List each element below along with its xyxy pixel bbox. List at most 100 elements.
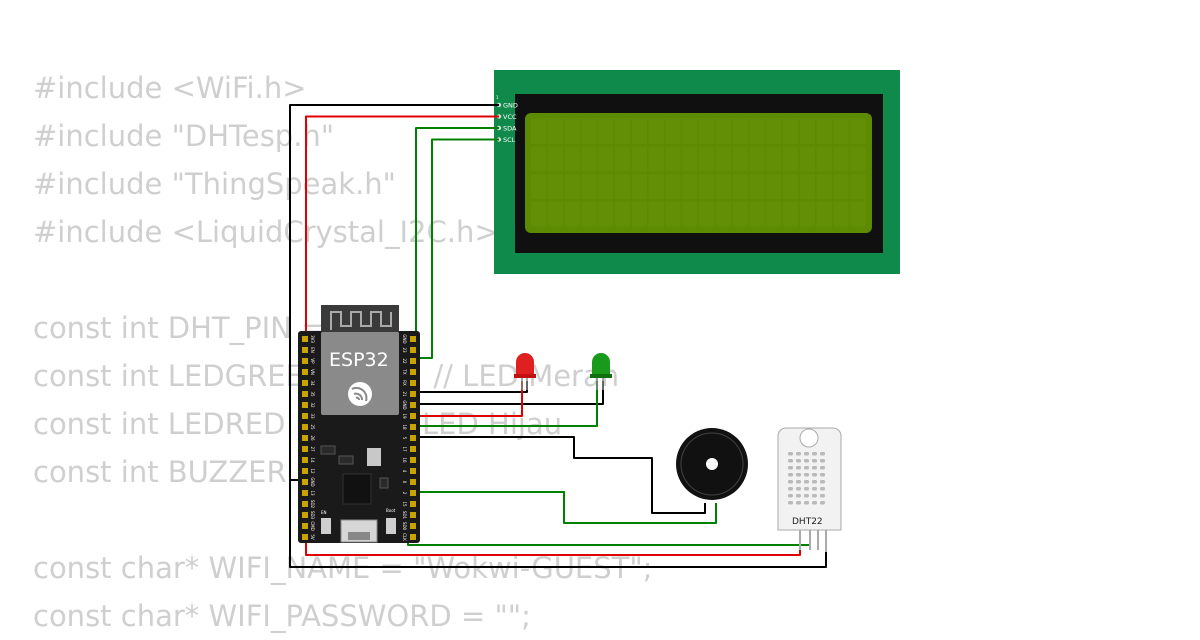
esp32-pin[interactable]	[410, 380, 416, 386]
lcd-char-cell	[783, 174, 799, 199]
dht22-grille-slot	[812, 480, 817, 484]
lcd-char-cell	[799, 146, 815, 172]
boot-button[interactable]	[386, 518, 396, 534]
esp32-pin[interactable]	[302, 479, 308, 485]
esp32-pin[interactable]	[410, 501, 416, 507]
esp32-pin[interactable]	[410, 435, 416, 441]
wire-buzzer-gnd[interactable]	[408, 436, 706, 514]
esp32-pin[interactable]	[410, 336, 416, 342]
esp32-pin-label: 15	[402, 501, 407, 507]
dht22-grille-slot	[788, 466, 793, 470]
esp32-pin[interactable]	[410, 523, 416, 529]
esp32-pin[interactable]	[410, 457, 416, 463]
esp32-pin[interactable]	[410, 446, 416, 452]
esp32-pin[interactable]	[302, 534, 308, 540]
esp32-pin[interactable]	[302, 402, 308, 408]
esp32-pin[interactable]	[410, 369, 416, 375]
esp32-pin[interactable]	[410, 479, 416, 485]
lcd-char-cell	[598, 201, 614, 227]
esp32-pin[interactable]	[410, 490, 416, 496]
dht22-grille-slot	[820, 494, 825, 498]
lcd-char-cell	[850, 146, 866, 172]
wire-led-red-anode[interactable]	[408, 381, 523, 417]
en-button[interactable]	[321, 518, 331, 534]
led-green-body	[592, 353, 610, 376]
wire-lcd-gnd[interactable]	[289, 104, 827, 568]
esp32-pin[interactable]	[410, 424, 416, 430]
esp32-pin[interactable]	[302, 413, 308, 419]
lcd-char-cell	[799, 201, 815, 227]
wire-led-red-cathode[interactable]	[408, 381, 528, 393]
dht22-grille-slot	[812, 494, 817, 498]
dht22-grille-slot	[804, 459, 809, 463]
esp32-pin[interactable]	[410, 534, 416, 540]
dht22-grille-slot	[820, 452, 825, 456]
esp32-label: ESP32	[329, 349, 389, 371]
esp32-pin[interactable]	[302, 501, 308, 507]
esp32-pin[interactable]	[302, 457, 308, 463]
lcd-char-cell	[564, 119, 580, 144]
esp32-pin[interactable]	[302, 446, 308, 452]
wire-buzzer-signal[interactable]	[408, 491, 717, 524]
esp32-pin[interactable]	[410, 358, 416, 364]
esp32-pin[interactable]	[302, 523, 308, 529]
code-line: const char* WIFI_PASSWORD = "";	[33, 599, 531, 633]
dht22-grille-slot	[796, 501, 801, 505]
lcd-char-cell	[598, 174, 614, 199]
esp32-pin[interactable]	[410, 347, 416, 353]
esp32-pin[interactable]	[302, 512, 308, 518]
esp32-pin[interactable]	[410, 512, 416, 518]
wire-dht-data[interactable]	[407, 515, 811, 548]
lcd-char-cell	[766, 146, 782, 172]
lcd-char-cell	[531, 146, 547, 172]
boot-label: Boot	[386, 508, 396, 513]
esp32-pin[interactable]	[302, 391, 308, 397]
esp32-pin[interactable]	[302, 468, 308, 474]
wire-led-green-anode[interactable]	[408, 381, 598, 427]
led-green[interactable]	[590, 353, 612, 390]
lcd-char-cell	[598, 146, 614, 172]
wire-lcd-vcc[interactable]	[305, 115, 801, 556]
esp32-pin-label: CLK	[402, 533, 407, 541]
lcd-char-cell	[766, 174, 782, 199]
dht22-grille-slot	[812, 452, 817, 456]
lcd-char-cell	[816, 119, 832, 144]
esp32-pin[interactable]	[302, 369, 308, 375]
lcd-char-cell	[648, 174, 664, 199]
esp32-pin[interactable]	[302, 424, 308, 430]
dht22-sensor[interactable]: DHT22	[777, 427, 842, 552]
lcd-char-cell	[850, 201, 866, 227]
lcd-char-cell	[715, 119, 731, 144]
dht22-grille-slot	[804, 494, 809, 498]
lcd-char-cell	[732, 146, 748, 172]
esp32-pin[interactable]	[410, 391, 416, 397]
lcd-char-cell	[749, 146, 765, 172]
led-red[interactable]	[514, 353, 536, 390]
esp32-pin[interactable]	[410, 468, 416, 474]
esp32-left-header[interactable]: 3V3ENVPVN343532332526271412GND13SD2SD3CM…	[302, 335, 315, 540]
wire-lcd-sda[interactable]	[408, 127, 499, 349]
wire-lcd-scl[interactable]	[408, 138, 499, 359]
esp32-pin[interactable]	[410, 413, 416, 419]
lcd-char-cell	[531, 174, 547, 199]
esp32-pin-label: 27	[310, 446, 315, 452]
lcd-char-cell	[749, 201, 765, 227]
esp32-pin[interactable]	[302, 490, 308, 496]
esp32-pin[interactable]	[302, 336, 308, 342]
usb-chip	[342, 473, 372, 505]
esp32-board[interactable]: ESP32 Boot EN 3V3ENVPVN34353233252627141…	[298, 305, 420, 543]
lcd-char-cell	[665, 174, 681, 199]
esp32-pin[interactable]	[302, 358, 308, 364]
esp32-pin[interactable]	[302, 435, 308, 441]
esp32-pin[interactable]	[302, 347, 308, 353]
esp32-pin[interactable]	[410, 402, 416, 408]
lcd-char-cell	[816, 146, 832, 172]
lcd-char-cell	[715, 146, 731, 172]
buzzer[interactable]	[676, 428, 748, 500]
lcd-display[interactable]: 1 GND VCC SDA SCL	[494, 70, 900, 274]
lcd-char-cell	[682, 119, 698, 144]
esp32-pin[interactable]	[302, 380, 308, 386]
lcd-char-cell	[749, 119, 765, 144]
